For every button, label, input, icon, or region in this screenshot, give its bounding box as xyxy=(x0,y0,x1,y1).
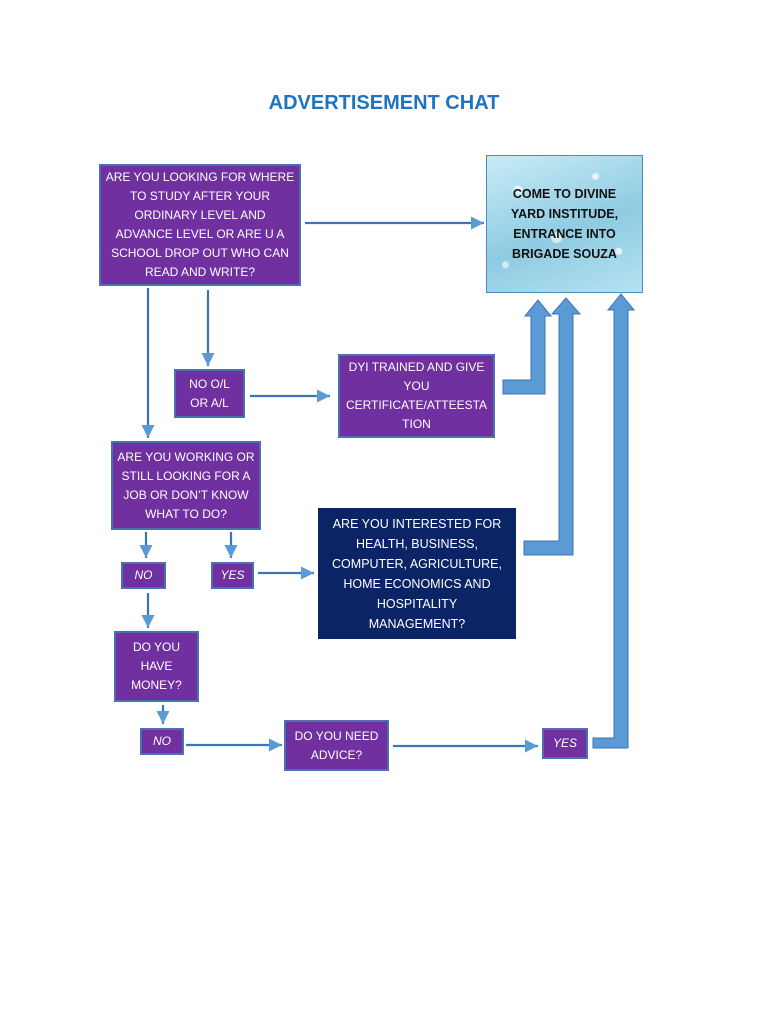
no-box-2: NO xyxy=(140,728,184,755)
no-text-2: NO xyxy=(153,734,171,748)
no-ol-al-box: NO O/L OR A/L xyxy=(174,369,245,418)
block-arrow-interested-to-destination xyxy=(523,297,582,556)
working-question-text: ARE YOU WORKING OR STILL LOOKING FOR A J… xyxy=(117,449,255,521)
money-question-box: DO YOU HAVE MONEY? xyxy=(114,631,199,702)
page-title: ADVERTISEMENT CHAT xyxy=(268,92,500,114)
block-arrow-yes-to-destination xyxy=(592,293,636,749)
no-box-1: NO xyxy=(121,562,166,589)
destination-box: COME TO DIVINE YARD INSTITUDE, ENTRANCE … xyxy=(486,155,643,293)
no-text-1: NO xyxy=(134,568,153,582)
destination-text: COME TO DIVINE YARD INSTITUDE, ENTRANCE … xyxy=(510,187,619,261)
interested-question-box: ARE YOU INTERESTED FOR HEALTH, BUSINESS,… xyxy=(318,508,516,639)
dyi-text: DYI TRAINED AND GIVE YOU CERTIFICATE/ATT… xyxy=(345,360,488,431)
yes-box-1: YES xyxy=(211,562,254,589)
interested-question-text: ARE YOU INTERESTED FOR HEALTH, BUSINESS,… xyxy=(332,516,502,631)
yes-text-2: YES xyxy=(552,736,577,750)
advice-question-text: DO YOU NEED ADVICE? xyxy=(294,728,379,762)
money-question-text: DO YOU HAVE MONEY? xyxy=(131,640,182,692)
advice-question-box: DO YOU NEED ADVICE? xyxy=(284,720,389,771)
yes-box-2: YES xyxy=(542,728,588,759)
dyi-box: DYI TRAINED AND GIVE YOU CERTIFICATE/ATT… xyxy=(338,354,495,438)
block-arrow-dyi-to-destination xyxy=(502,299,553,395)
yes-text-1: YES xyxy=(220,568,245,582)
no-ol-al-text: NO O/L OR A/L xyxy=(189,376,230,410)
start-question-box: ARE YOU LOOKING FOR WHERE TO STUDY AFTER… xyxy=(99,164,301,286)
start-question-text: ARE YOU LOOKING FOR WHERE TO STUDY AFTER… xyxy=(105,170,295,279)
working-question-box: ARE YOU WORKING OR STILL LOOKING FOR A J… xyxy=(111,441,261,530)
